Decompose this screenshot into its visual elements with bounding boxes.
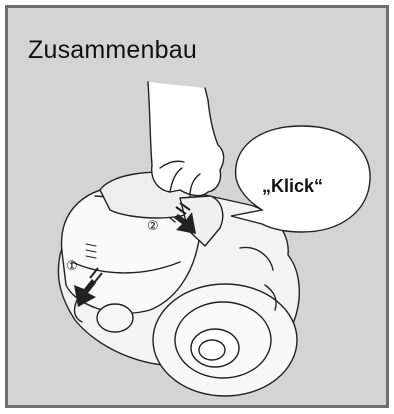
step-number-2: ② [147,219,159,234]
step-number-1: ① [66,259,78,274]
callout-text: „Klick“ [262,176,323,196]
hand [148,82,224,196]
